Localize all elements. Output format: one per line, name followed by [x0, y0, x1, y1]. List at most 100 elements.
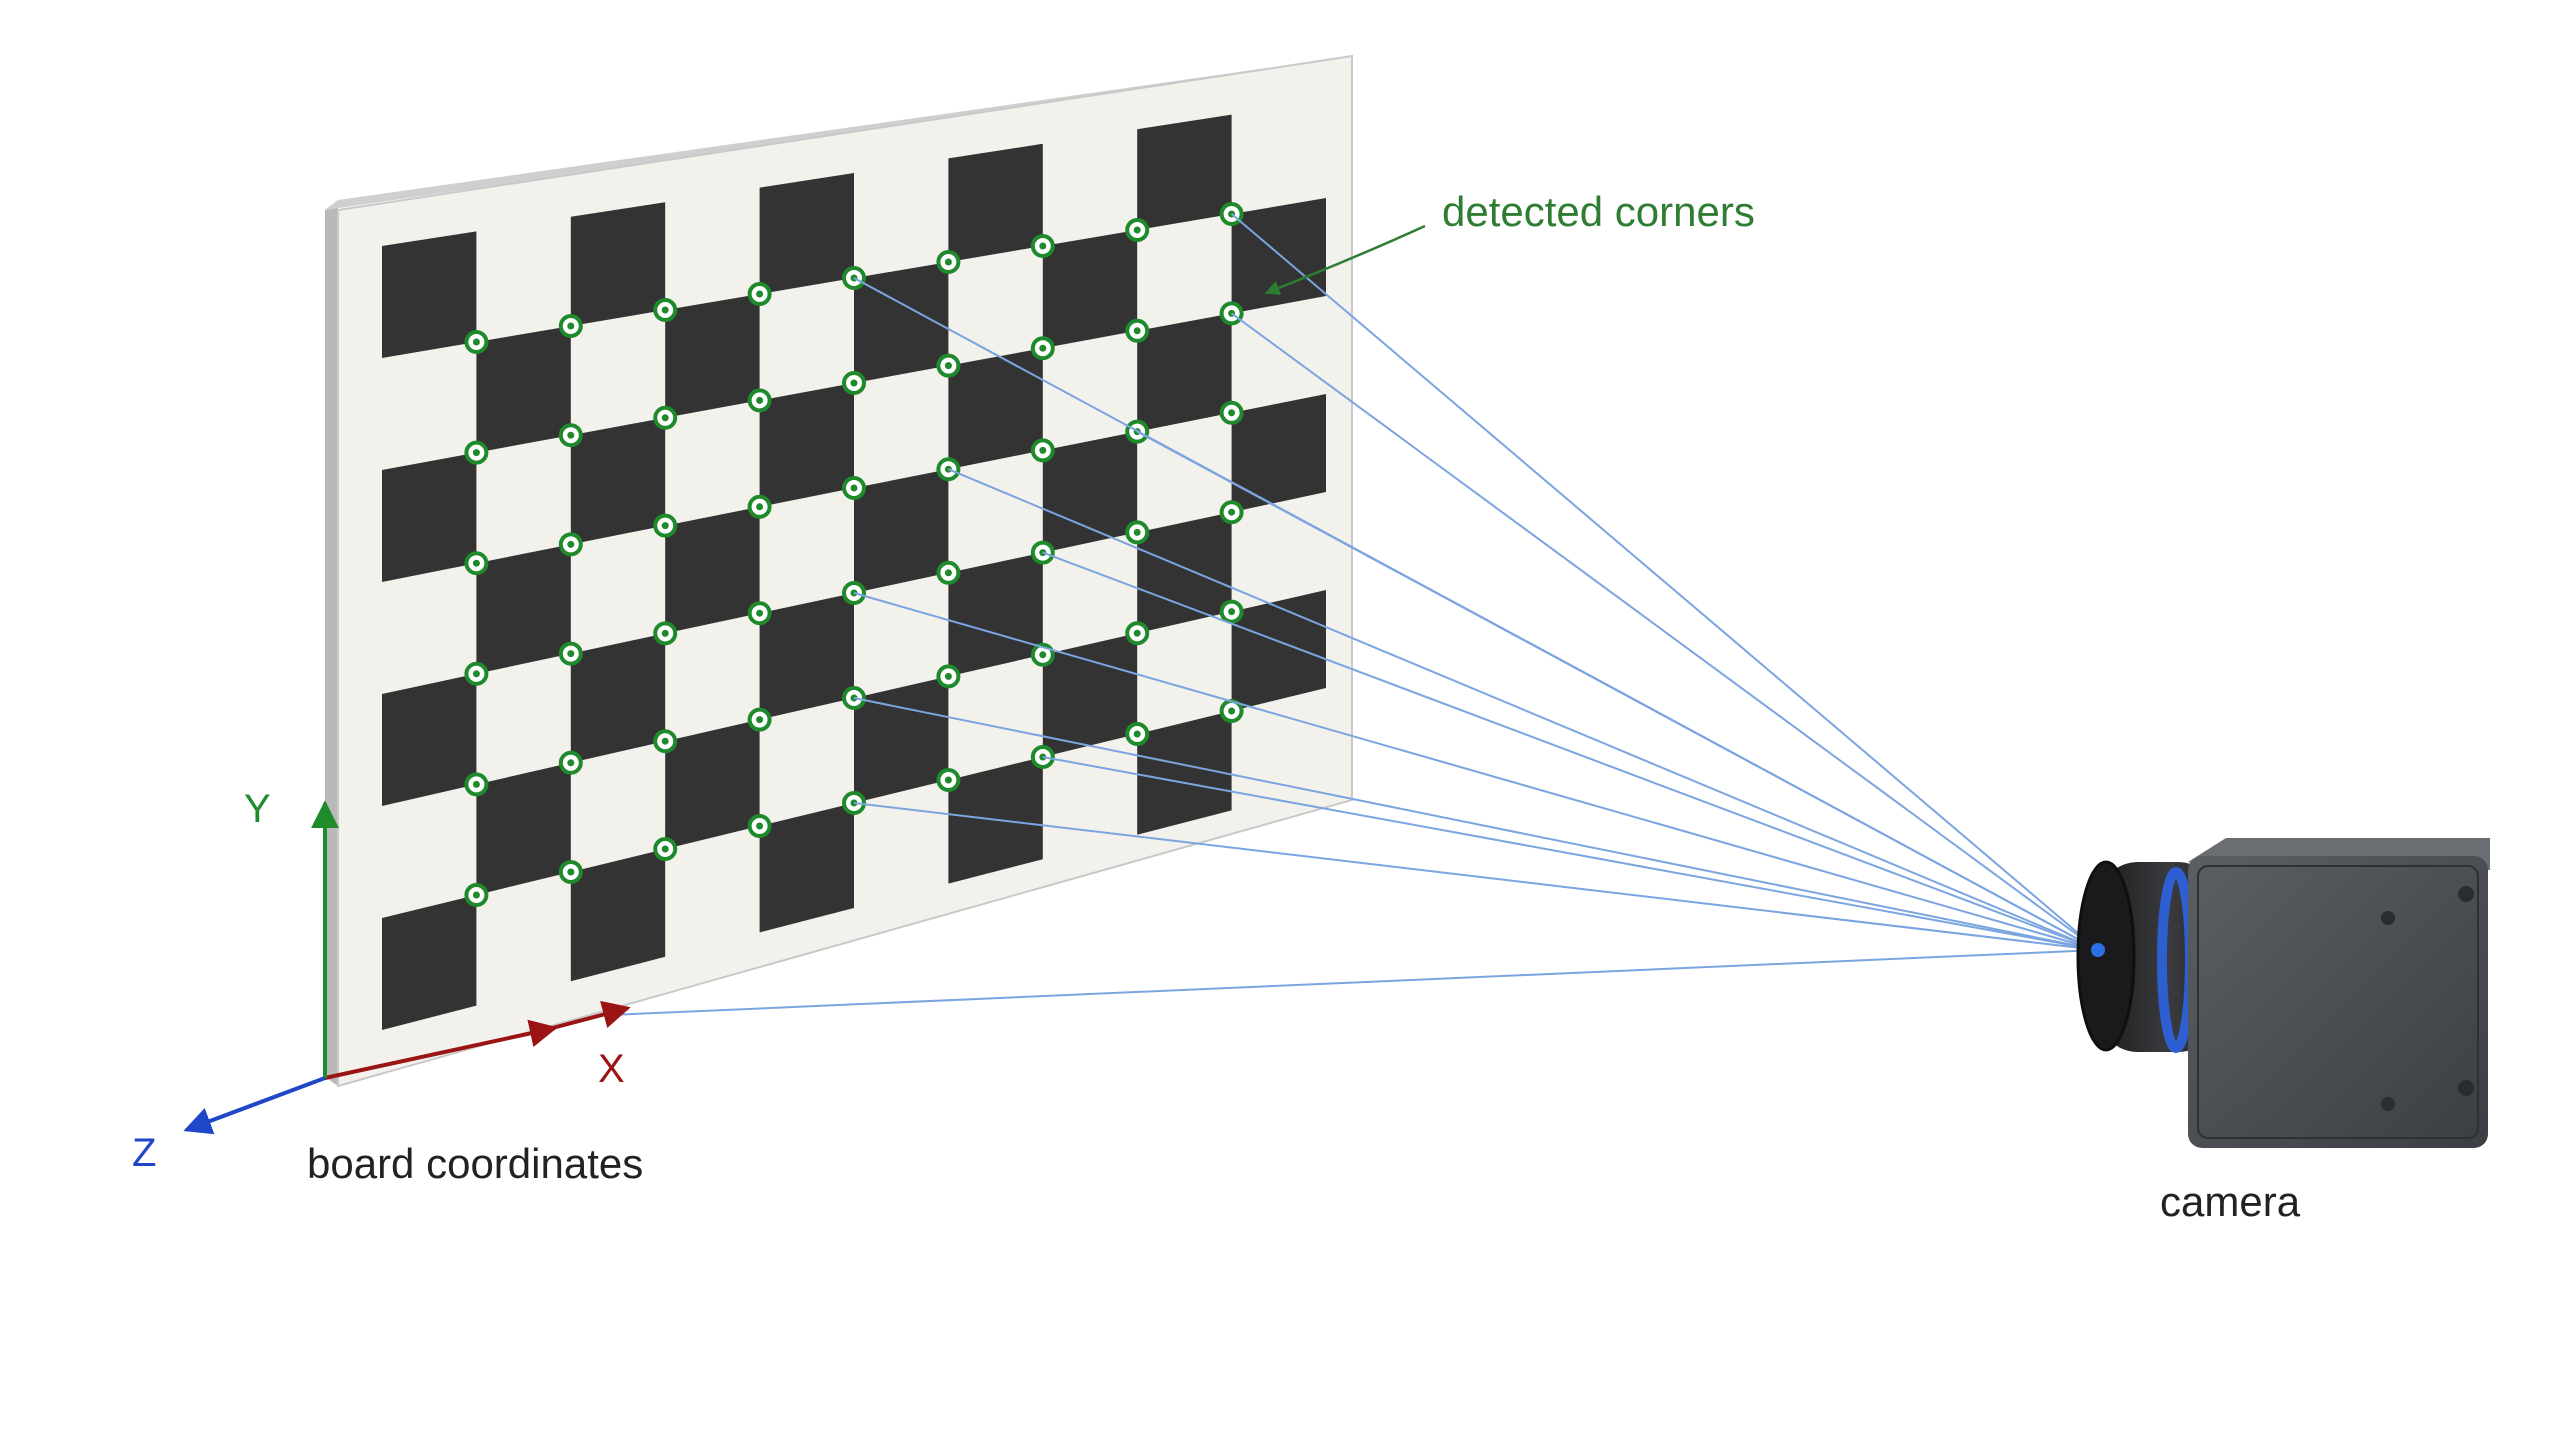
camera-lens-front — [2076, 860, 2136, 1052]
corner-marker — [842, 476, 866, 500]
checker-square-dark — [570, 202, 666, 326]
checker-square-dark — [382, 231, 477, 358]
checker-square-dark — [570, 417, 666, 545]
checker-square-dark — [854, 469, 949, 593]
corner-marker — [747, 282, 772, 306]
projection-ray — [1136, 430, 2099, 951]
checker-square-dark — [665, 506, 760, 634]
corner-marker — [747, 601, 772, 626]
projection-ray — [1230, 213, 2099, 951]
board-axes: X Y Z — [132, 787, 631, 1175]
corner-marker — [464, 440, 489, 465]
axis-x-arrow-extension — [544, 1000, 631, 1032]
camera-body-face — [2197, 865, 2479, 1139]
corner-marker — [1125, 722, 1150, 746]
projection-ray — [948, 468, 2099, 951]
corner-marker — [464, 883, 489, 907]
corner-marker — [464, 330, 489, 354]
corner-marker — [653, 513, 678, 538]
axis-y-label: Y — [244, 787, 271, 831]
corner-marker — [1030, 438, 1055, 463]
checker-square-dark — [1137, 114, 1232, 230]
corner-marker — [558, 423, 583, 448]
corner-marker — [1125, 520, 1150, 545]
checker-square-dark — [476, 762, 571, 895]
checker-square-dark — [570, 633, 666, 763]
detected-corner-markers — [464, 202, 1244, 907]
checker-square-dark — [382, 673, 477, 806]
checker-square-dark — [948, 348, 1043, 470]
corner-marker — [653, 837, 678, 861]
checker-square-dark — [1137, 313, 1232, 432]
camera-icon — [2076, 838, 2490, 1148]
corner-marker — [653, 298, 678, 322]
checker-square-dark — [1231, 590, 1326, 711]
corner-marker — [747, 814, 772, 838]
corner-marker — [464, 551, 489, 576]
detected-corners-label: detected corners — [1442, 188, 1755, 235]
checker-square-dark — [854, 262, 949, 383]
checkerboard-squares — [382, 114, 1326, 1030]
checker-square-dark — [1042, 431, 1138, 553]
checker-square-dark — [759, 173, 854, 294]
camera-optical-center — [2091, 943, 2105, 957]
corner-marker — [1219, 599, 1244, 624]
checker-square-dark — [570, 849, 666, 982]
calibration-board — [325, 54, 1353, 1088]
corner-marker — [1219, 400, 1244, 425]
corner-marker — [936, 353, 961, 378]
checker-square-dark — [1231, 394, 1326, 513]
projection-ray — [1042, 756, 2099, 951]
projection-ray — [853, 592, 2099, 951]
projection-ray — [853, 802, 2099, 951]
axis-x-label: X — [598, 1047, 625, 1091]
corner-marker — [558, 641, 583, 666]
corner-marker — [1030, 336, 1055, 361]
corner-marker — [1125, 621, 1150, 646]
checker-square-dark — [759, 593, 854, 720]
camera-screw — [2381, 1097, 2395, 1111]
axis-z-label: Z — [132, 1131, 156, 1175]
checker-square-dark — [665, 719, 760, 849]
checker-square-dark — [1137, 711, 1232, 835]
checker-square-dark — [382, 895, 477, 1030]
checker-square-dark — [948, 552, 1043, 677]
corner-marker — [842, 371, 866, 395]
checker-square-dark — [948, 143, 1043, 262]
checker-square-dark — [382, 452, 477, 582]
detected-corners-pointer — [1264, 224, 1426, 296]
board-coordinates-label: board coordinates — [307, 1140, 643, 1187]
axis-z-arrow — [183, 1076, 326, 1135]
detected-corners-annotation: detected corners — [1264, 188, 1755, 296]
corner-marker — [1219, 500, 1244, 525]
corner-marker — [747, 494, 772, 519]
projection-ray — [853, 697, 2099, 951]
corner-marker — [653, 729, 678, 754]
corner-marker — [1030, 234, 1055, 258]
camera-screw — [2458, 886, 2474, 902]
camera-screw — [2458, 1080, 2474, 1096]
corner-marker — [936, 768, 961, 792]
axis-x-arrow — [324, 1019, 558, 1080]
corner-marker — [464, 772, 489, 797]
checker-square-dark — [476, 544, 571, 674]
checker-square-dark — [759, 803, 854, 933]
projection-ray — [1042, 551, 2099, 951]
checker-square-dark — [1042, 633, 1138, 757]
corner-marker — [747, 707, 772, 732]
checker-square-dark — [476, 326, 571, 453]
corner-marker — [464, 661, 489, 686]
board-edge — [325, 200, 338, 1086]
corner-marker — [653, 621, 678, 646]
corner-marker — [747, 388, 772, 413]
projection-ray — [609, 949, 2099, 1016]
corner-marker — [1125, 218, 1150, 242]
camera-label: camera — [2160, 1178, 2301, 1225]
checker-square-dark — [854, 676, 949, 803]
projection-ray — [1231, 312, 2099, 951]
checker-square-dark — [759, 383, 854, 507]
projection-rays — [609, 213, 2099, 1016]
corner-marker — [1125, 318, 1150, 343]
corner-marker — [936, 250, 961, 274]
